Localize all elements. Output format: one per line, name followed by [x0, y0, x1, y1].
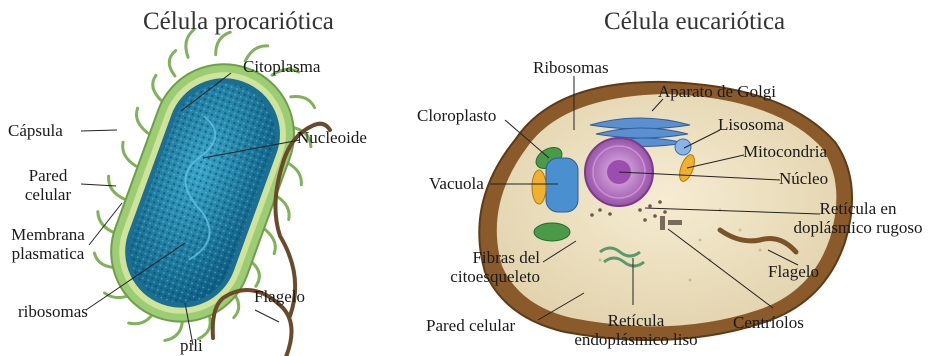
label-reticulo-rugoso-line2: doplásmico rugoso	[770, 218, 946, 237]
label-mitocondria: Mitocondria	[743, 142, 827, 161]
label-fibras-citoesqueleto: Fibras del citoesqueleto	[400, 248, 540, 286]
label-cloroplasto: Cloroplasto	[417, 106, 496, 125]
label-pared-celular-eu: Pared celular	[426, 316, 515, 335]
label-pared-line1: Pared	[18, 166, 78, 185]
label-capsula: Cápsula	[8, 121, 63, 140]
eukaryote-title: Célula eucariótica	[604, 8, 785, 36]
label-ribosomas-pro: ribosomas	[18, 302, 88, 321]
label-membrana-line1: Membrana	[0, 225, 96, 244]
centriole-2	[668, 220, 682, 225]
prokaryote-title: Célula procariótica	[143, 8, 334, 36]
label-membrana-plasmatica: Membrana plasmatica	[0, 225, 96, 263]
chloroplast-2	[534, 223, 570, 241]
lysosome	[675, 139, 691, 155]
label-vacuola: Vacuola	[429, 174, 484, 193]
label-reticulo-liso-line1: Retícula	[566, 311, 706, 330]
label-pared-celular: Pared celular	[18, 166, 78, 204]
label-fibras-line2: citoesqueleto	[400, 267, 540, 286]
label-pared-line2: celular	[18, 185, 78, 204]
centriole	[660, 216, 665, 230]
label-reticulo-rugoso-line1: Retícula en	[770, 199, 946, 218]
label-reticulo-liso: Retícula endoplásmico liso	[566, 311, 706, 349]
label-flagelo-eu: Flagelo	[768, 262, 819, 281]
label-nucleo: Núcleo	[779, 169, 828, 188]
label-nucleoide: Nucleoide	[297, 128, 367, 147]
label-golgi: Aparato de Golgi	[658, 82, 776, 101]
label-pili: pili	[180, 336, 203, 355]
label-fibras-line1: Fibras del	[400, 248, 540, 267]
vacuole	[546, 158, 578, 212]
label-flagelo-pro: Flagelo	[254, 287, 305, 306]
mitochondrion	[532, 170, 546, 204]
label-citoplasma: Citoplasma	[243, 57, 320, 76]
label-membrana-line2: plasmatica	[0, 244, 96, 263]
label-centriolos: Centríolos	[733, 313, 804, 332]
label-ribosomas-eu: Ribosomas	[533, 58, 609, 77]
label-lisosoma: Lisosoma	[718, 115, 784, 134]
label-reticulo-liso-line2: endoplásmico liso	[566, 330, 706, 349]
label-reticulo-rugoso: Retícula en doplásmico rugoso	[770, 199, 946, 237]
